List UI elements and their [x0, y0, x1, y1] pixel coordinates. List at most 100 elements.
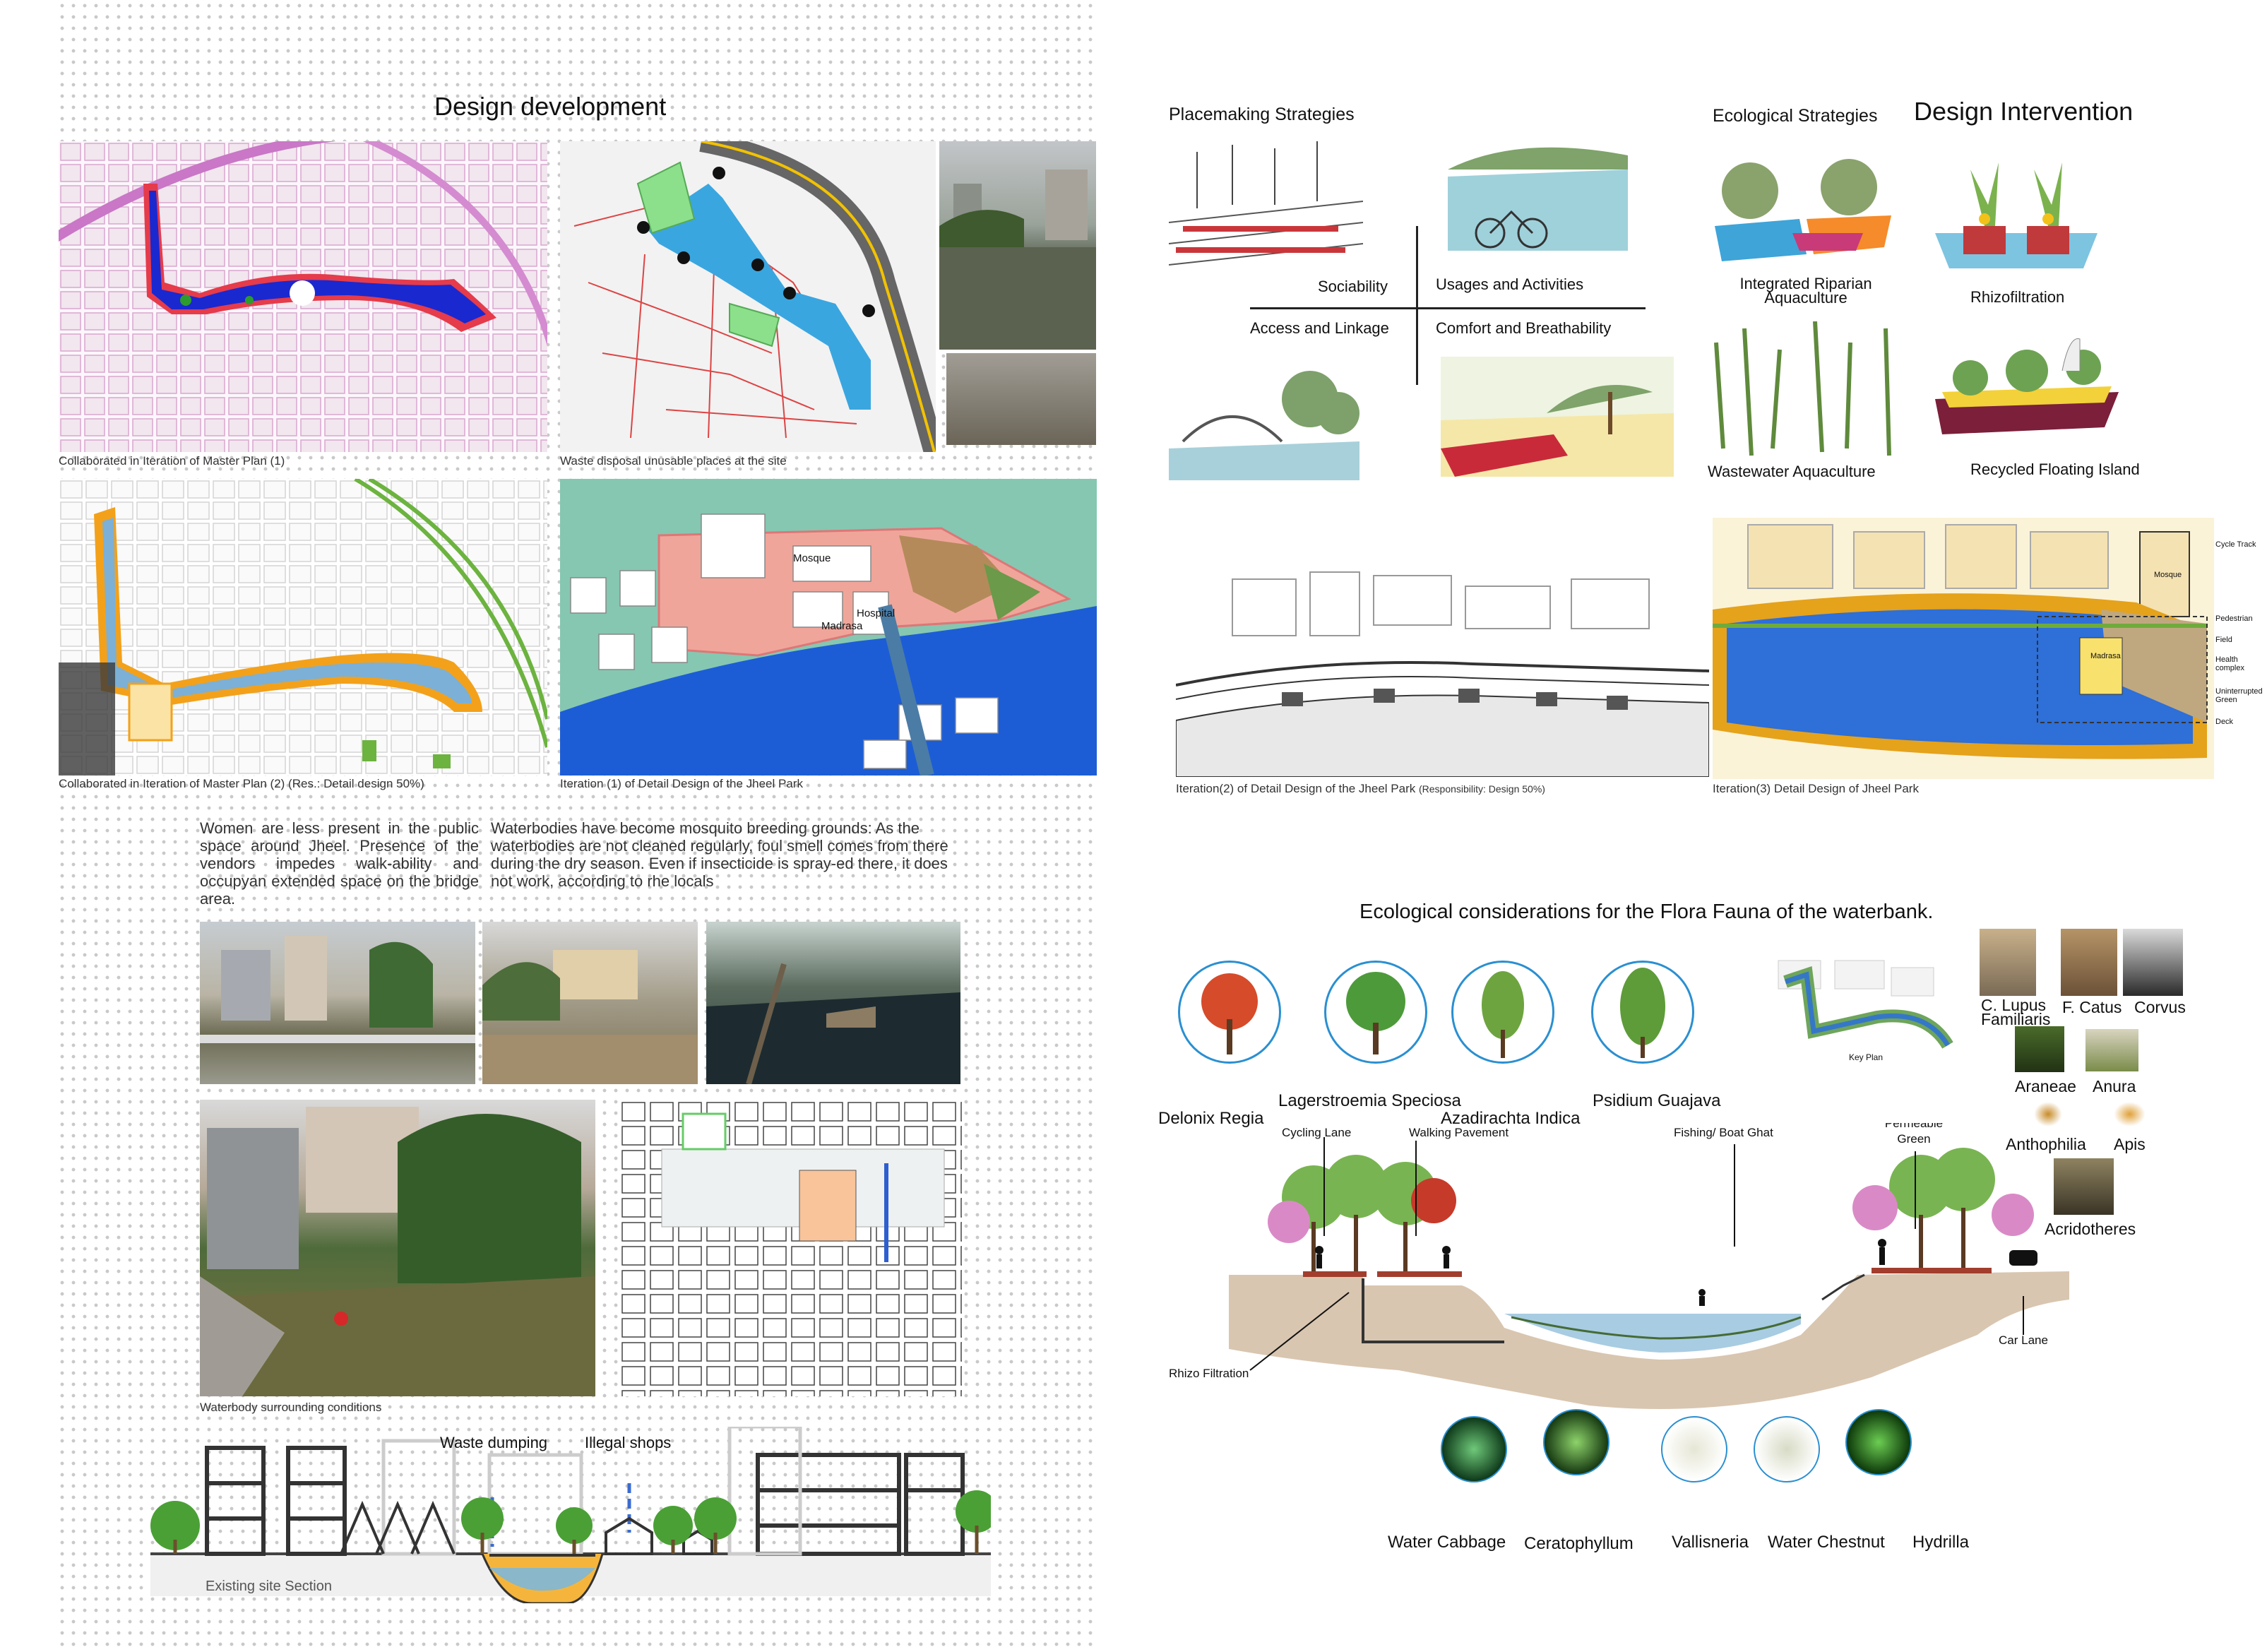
waste-disposal-map [560, 141, 936, 452]
label-hydrilla: Hydrilla [1912, 1533, 1970, 1552]
existing-site-section: Waste dumping Illegal shops Existing sit… [150, 1427, 991, 1603]
fauna-spider-photo [2015, 1026, 2064, 1072]
sketch-rhizofiltration [1921, 148, 2112, 272]
site-photo-2 [946, 353, 1096, 445]
legend-health-complex: Health complex [2215, 655, 2244, 672]
label-rhizofiltration: Rhizofiltration [1970, 288, 2065, 306]
label-anthophilia: Anthophilia [2006, 1135, 2086, 1153]
plant-water-cabbage-icon [1441, 1416, 1507, 1482]
label-azadirachta: Azadirachta Indica [1441, 1109, 1581, 1128]
label-water-cabbage: Water Cabbage [1388, 1533, 1506, 1552]
label-crow: Corvus [2134, 998, 2186, 1016]
label-waste-dumping: Waste dumping [440, 1434, 548, 1451]
sketch-riparian [1708, 148, 1898, 268]
tree-psidium-icon [1591, 961, 1694, 1064]
photo-jheel-railing [200, 922, 475, 1084]
label-apis: Apis [2114, 1135, 2146, 1153]
master-plan-2-map [59, 479, 547, 776]
text-block-mosquito: Waterbodies have become mosquito breedin… [491, 819, 948, 890]
legend-green: Uninterrupted Green [2215, 687, 2263, 704]
quadrant-horizontal-axis [1250, 307, 1646, 309]
site-map-waterbody [619, 1100, 962, 1396]
caption-master-plan-1: Collaborated in Iteration of Master Plan… [59, 454, 285, 468]
photo-jheel-water [706, 922, 960, 1084]
label-cat: F. Catus [2062, 998, 2122, 1016]
sketch-sociability [1169, 138, 1363, 272]
caption-waterbody: Waterbody surrounding conditions [200, 1401, 382, 1414]
label-lagerstroemia: Lagerstroemia Speciosa [1278, 1091, 1461, 1110]
design-intervention-title: Design Intervention [1914, 97, 2134, 126]
map-label-madrasa: Madrasa [821, 620, 863, 632]
page-title: Design development [434, 92, 667, 121]
map-label-mosque: Mosque [793, 552, 831, 564]
sketch-access [1169, 350, 1359, 480]
key-plan: Key Plan [1771, 953, 1958, 1066]
caption-iteration-1: Iteration (1) of Detail Design of the Jh… [560, 777, 803, 790]
caption-iteration-2-text: Iteration(2) of Detail Design of the Jhe… [1176, 782, 1416, 795]
label-delonix: Delonix Regia [1158, 1109, 1264, 1128]
iteration-2-plan [1176, 565, 1709, 777]
iter3-label-madrasa: Madrasa [2090, 652, 2121, 660]
label-comfort: Comfort and Breathability [1436, 319, 1612, 337]
label-car-lane: Car Lane [1999, 1333, 2048, 1347]
legend-field: Field [2215, 636, 2232, 644]
iteration-3-plan: Mosque Madrasa [1713, 518, 2214, 779]
flora-fauna-title: Ecological considerations for the Flora … [1359, 901, 1934, 923]
label-araneae: Araneae [2015, 1077, 2076, 1095]
sketch-usages [1448, 134, 1628, 251]
master-plan-1-map [59, 141, 547, 452]
label-riparian: Integrated Riparian Aquaculture [1739, 275, 1872, 307]
sketch-wastewater [1702, 321, 1903, 459]
photo-jheel-bank [482, 922, 698, 1084]
iteration-3-legend: Cycle Track Pedestrian Field Health comp… [2215, 523, 2265, 735]
sketch-comfort [1441, 357, 1674, 477]
label-anura: Anura [2093, 1077, 2136, 1095]
ecological-strategies-title: Ecological Strategies [1713, 106, 1878, 126]
sketch-floating-island [1921, 321, 2126, 445]
fauna-bee-photo [2034, 1102, 2062, 1127]
plant-vallisneria-icon [1661, 1416, 1727, 1482]
label-permeable-green: Fully Permeable Green [1884, 1123, 1944, 1146]
fauna-frog-photo [2085, 1029, 2138, 1071]
caption-iteration-3: Iteration(3) Detail Design of Jheel Park [1713, 782, 1919, 795]
caption-waste-disposal: Waste disposal unusable places at the si… [560, 454, 787, 468]
label-ceratophyllum: Ceratophyllum [1524, 1534, 1634, 1553]
placemaking-title: Placemaking Strategies [1169, 105, 1355, 124]
label-illegal-shops: Illegal shops [585, 1434, 672, 1451]
site-photo-1 [939, 141, 1096, 350]
fauna-honeybee-photo [2114, 1102, 2146, 1127]
caption-iteration-2-resp: (Responsibility: Design 50%) [1418, 783, 1545, 795]
tree-azadirachta-icon [1451, 961, 1554, 1064]
map-label-hospital: Hospital [857, 607, 896, 619]
label-cycling-lane: Cycling Lane [1282, 1126, 1352, 1139]
label-psidium: Psidium Guajava [1593, 1091, 1721, 1110]
tree-delonix-icon [1178, 961, 1281, 1064]
label-acridotheres: Acridotheres [2045, 1220, 2136, 1238]
text-block-women: Women are less present in the public spa… [200, 819, 479, 908]
iteration-1-render: Mosque Madrasa Hospital [560, 479, 1097, 776]
legend-cycle-track: Cycle Track [2215, 540, 2256, 549]
label-floating-island: Recycled Floating Island [1970, 460, 2140, 478]
quadrant-vertical-axis [1416, 226, 1418, 385]
label-walking-pavement: Walking Pavement [1409, 1126, 1509, 1139]
label-usages: Usages and Activities [1436, 275, 1584, 293]
photo-waterbody [200, 1100, 595, 1396]
label-wastewater: Wastewater Aquaculture [1708, 463, 1876, 480]
label-dog: C. Lupus Familiaris [1981, 996, 2051, 1028]
fauna-myna-photo [2054, 1158, 2114, 1215]
fauna-cat-photo [2061, 929, 2117, 996]
iter3-label-mosque: Mosque [2154, 571, 2182, 579]
proposed-river-section: Cycling Lane Walking Pavement Fishing/ B… [1165, 1123, 2076, 1420]
legend-deck: Deck [2215, 718, 2234, 726]
label-fishing: Fishing/ Boat Ghat [1674, 1126, 1773, 1139]
plant-ceratophyllum-icon [1543, 1409, 1609, 1475]
fauna-dog-photo [1980, 929, 2036, 996]
legend-pedestrian: Pedestrian [2215, 614, 2253, 623]
label-water-chestnut: Water Chestnut [1768, 1533, 1885, 1552]
tree-lagerstroemia-icon [1324, 961, 1427, 1064]
label-existing-section: Existing site Section [206, 1579, 332, 1594]
plant-hydrilla-icon [1845, 1409, 1912, 1475]
label-rhizo-filtration: Rhizo Filtration [1169, 1367, 1249, 1380]
label-vallisneria: Vallisneria [1672, 1533, 1749, 1552]
caption-iteration-2: Iteration(2) of Detail Design of the Jhe… [1176, 782, 1545, 796]
